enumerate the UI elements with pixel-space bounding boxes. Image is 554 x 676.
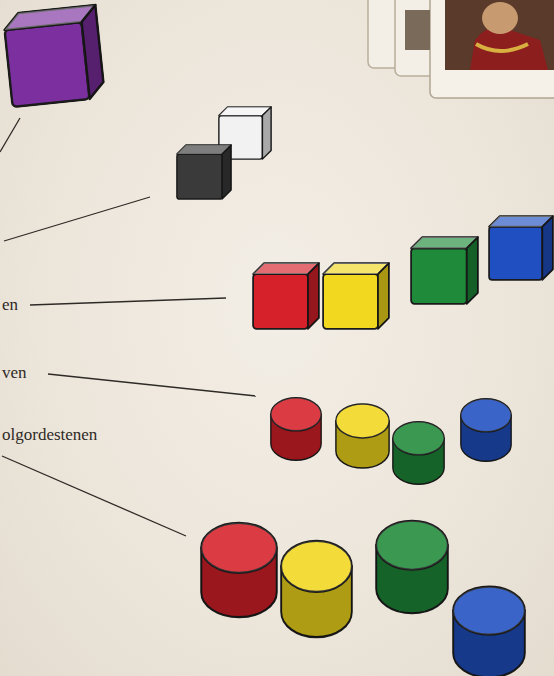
blue-disc (461, 399, 511, 461)
leader-lines (0, 118, 256, 536)
green-disc (393, 422, 444, 484)
black-cube (177, 145, 231, 199)
yellow-cube (323, 263, 389, 329)
yellow-disc (336, 404, 389, 468)
red-cube (253, 263, 319, 329)
part-label: ven (2, 364, 27, 383)
part-label: olgordestenen (2, 426, 97, 445)
blue-cube (489, 216, 553, 280)
card-stack (368, 0, 554, 98)
green-cube (411, 237, 478, 304)
purple-cube (3, 5, 105, 107)
part-label: en (2, 296, 18, 315)
red-disc (271, 398, 321, 460)
green-order-disc (376, 521, 448, 614)
blue-order-disc (453, 587, 525, 676)
yellow-order-disc (281, 541, 352, 637)
red-order-disc (201, 523, 276, 617)
